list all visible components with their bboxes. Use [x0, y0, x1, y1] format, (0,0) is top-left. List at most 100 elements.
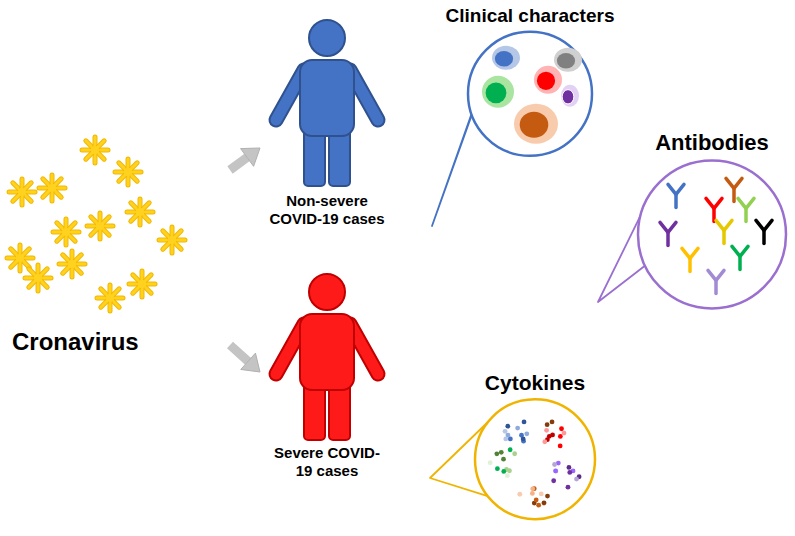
cytokine-dot [524, 431, 529, 436]
cytokine-dot [503, 429, 508, 434]
cytokine-dot [515, 426, 520, 431]
block-arrow [230, 148, 260, 170]
spike [43, 179, 61, 197]
cytokine-dot [542, 501, 547, 506]
cytokine-dot [505, 473, 510, 478]
virus-shape [0, 130, 228, 357]
virus-core [68, 260, 76, 268]
antibody-stem [714, 280, 718, 293]
feature-blob [554, 48, 582, 72]
cytokine-dot [488, 460, 493, 465]
feature-blob [514, 104, 558, 144]
cytokine-dot [562, 431, 567, 436]
spike [131, 203, 149, 221]
circle-node: Cytokines [455, 370, 615, 523]
antibody-stem [744, 208, 748, 221]
cytokine-dot [530, 491, 535, 496]
virus-particle [25, 265, 51, 291]
virus-core [168, 236, 176, 244]
spike [63, 255, 81, 273]
cytokine-dot [530, 486, 535, 491]
spike [11, 249, 29, 267]
spike [133, 275, 151, 293]
cytokine-dot [559, 426, 564, 431]
spike [57, 223, 75, 241]
virus-core [18, 188, 26, 196]
feature-blob [557, 53, 575, 69]
cytokine-dot [539, 492, 544, 497]
virus-core [62, 228, 70, 236]
block-arrow [230, 345, 260, 372]
spike [11, 249, 29, 267]
cytokine-dot [544, 428, 549, 433]
antibody-stem [762, 230, 766, 243]
cytokine-dot [558, 434, 563, 439]
cytokine-dot [494, 451, 499, 456]
arrow-shaft [230, 345, 248, 361]
cytokine-dot [567, 465, 572, 470]
spike [43, 179, 61, 197]
spike [133, 275, 151, 293]
person-node: Non-severe COVID-19 cases [262, 18, 392, 228]
virus-particle [159, 227, 185, 253]
arrow-head [241, 148, 260, 166]
cytokine-dot [552, 462, 557, 467]
cytokine-dot [507, 468, 512, 473]
spike [101, 289, 119, 307]
pathogen-label: Cronavirus [0, 328, 228, 357]
feature-blob [520, 112, 549, 138]
cytokine-dot [550, 433, 555, 438]
spike [86, 141, 104, 159]
cytokine-dot [508, 437, 513, 442]
detail-circle [475, 399, 595, 519]
virus-core [48, 184, 56, 192]
feature-blob [482, 76, 514, 108]
torso [300, 60, 354, 136]
cytokine-dot [574, 477, 579, 482]
spike [91, 217, 109, 235]
virus-particle [115, 159, 141, 185]
virus-core [124, 168, 132, 176]
feature-blob [537, 72, 555, 90]
spike [119, 163, 137, 181]
feature-blob [492, 46, 520, 70]
cytokine-dot [495, 466, 500, 471]
virus-core [96, 222, 104, 230]
panel-title: Cytokines [455, 370, 615, 395]
panel-title: Clinical characters [440, 5, 620, 28]
antibody-stem [688, 258, 692, 271]
virus-particle [129, 271, 155, 297]
spike [86, 141, 104, 159]
torso [300, 314, 354, 390]
spike [119, 163, 137, 181]
virus-particle [127, 199, 153, 225]
head [309, 274, 345, 310]
cytokine-dot [517, 492, 522, 497]
circle-shape [440, 5, 620, 160]
virus-core [91, 146, 99, 154]
cytokine-dot [501, 469, 506, 474]
cytokine-dot [542, 500, 547, 505]
detail-circle [638, 160, 786, 308]
cytokine-dot [522, 420, 527, 425]
antibody-stem [666, 232, 670, 245]
cytokine-dot [499, 450, 504, 455]
group-label: Severe COVID-19 cases [266, 444, 388, 480]
person-figure [276, 20, 378, 186]
virus-particle [97, 285, 123, 311]
virus-core [138, 280, 146, 288]
person-figure [276, 274, 378, 440]
virus-core [16, 254, 24, 262]
spike [57, 223, 75, 241]
circle-node: Clinical characters [440, 5, 620, 160]
cytokine-dot [521, 437, 526, 442]
cytokine-dot [551, 478, 556, 483]
cytokine-dot [505, 424, 510, 429]
antibody-stem [732, 188, 736, 201]
virus-core [34, 274, 42, 282]
feature-blob [534, 66, 562, 94]
circle-shape [632, 130, 792, 312]
cytokine-dot [566, 485, 571, 490]
cytokine-dot [542, 439, 547, 444]
